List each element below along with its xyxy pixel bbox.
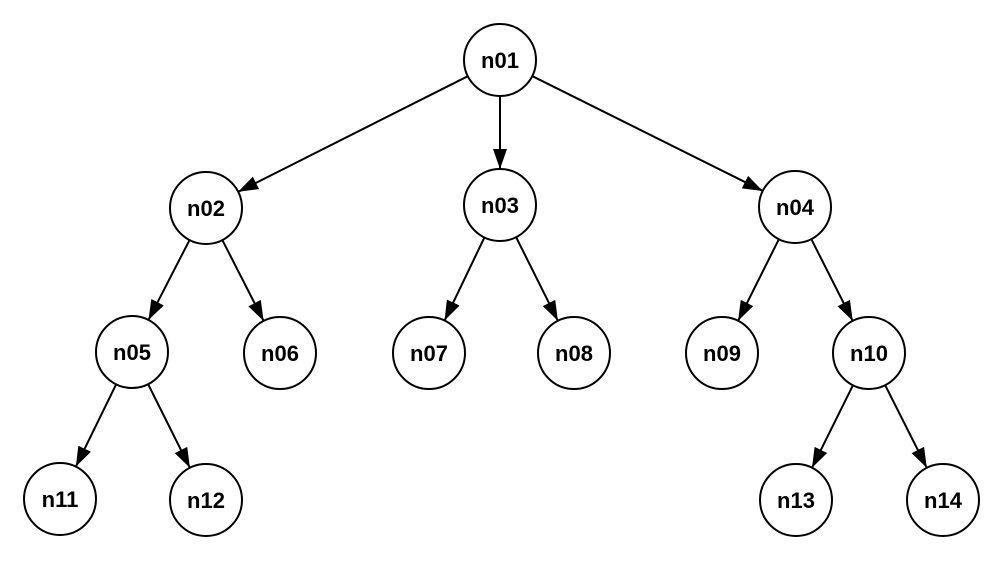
tree-node-label-n05: n05 xyxy=(113,340,151,365)
tree-edge-n03-n08 xyxy=(515,236,559,322)
tree-edge-n05-n12 xyxy=(147,383,191,469)
tree-node-circle-n06 xyxy=(243,316,317,390)
tree-node-circle-n11 xyxy=(23,462,97,536)
tree-node-circle-n14 xyxy=(906,463,980,537)
tree-node-n09: n09 xyxy=(685,316,759,390)
tree-node-n14: n14 xyxy=(906,463,980,537)
tree-edge-n02-n05 xyxy=(147,239,191,321)
tree-node-circle-n02 xyxy=(169,171,243,245)
tree-node-circle-n10 xyxy=(832,316,906,390)
tree-node-n07: n07 xyxy=(392,316,466,390)
tree-node-n13: n13 xyxy=(759,463,833,537)
tree-node-label-n01: n01 xyxy=(481,48,519,73)
tree-node-circle-n07 xyxy=(392,316,466,390)
tree-node-circle-n04 xyxy=(758,170,832,244)
tree-node-label-n14: n14 xyxy=(924,488,963,513)
tree-node-circle-n08 xyxy=(537,316,611,390)
tree-node-n02: n02 xyxy=(169,171,243,245)
tree-node-label-n08: n08 xyxy=(555,341,593,366)
tree-node-label-n04: n04 xyxy=(776,195,815,220)
tree-node-label-n06: n06 xyxy=(261,341,299,366)
tree-node-n06: n06 xyxy=(243,316,317,390)
tree-edge-n01-n02 xyxy=(237,75,469,193)
tree-node-n10: n10 xyxy=(832,316,906,390)
tree-node-circle-n12 xyxy=(169,463,243,537)
tree-node-circle-n05 xyxy=(95,315,169,389)
tree-edge-n05-n11 xyxy=(74,383,118,468)
tree-node-circle-n01 xyxy=(463,23,537,97)
tree-edges-layer xyxy=(74,75,928,469)
tree-node-circle-n03 xyxy=(463,168,537,242)
tree-node-label-n09: n09 xyxy=(703,341,741,366)
tree-node-label-n11: n11 xyxy=(42,487,79,512)
tree-node-n12: n12 xyxy=(169,463,243,537)
tree-node-n05: n05 xyxy=(95,315,169,389)
tree-node-n08: n08 xyxy=(537,316,611,390)
tree-edge-n04-n10 xyxy=(810,238,854,322)
tree-node-label-n10: n10 xyxy=(850,341,888,366)
tree-edge-n03-n07 xyxy=(443,237,486,321)
tree-edge-n01-n04 xyxy=(531,75,764,192)
tree-node-n04: n04 xyxy=(758,170,832,244)
tree-node-label-n13: n13 xyxy=(777,488,815,513)
tree-node-label-n02: n02 xyxy=(187,196,225,221)
tree-edge-n04-n09 xyxy=(737,238,780,322)
tree-edge-n10-n14 xyxy=(884,384,928,469)
tree-node-label-n07: n07 xyxy=(410,341,448,366)
tree-node-circle-n09 xyxy=(685,316,759,390)
tree-node-label-n03: n03 xyxy=(481,193,519,218)
tree-node-n03: n03 xyxy=(463,168,537,242)
tree-nodes-layer: n01 n02 n03 n04 n05 n06 n07 n08 n09 n10 n11 n12 n13 n… xyxy=(23,23,980,537)
tree-edge-n02-n06 xyxy=(221,239,265,322)
tree-edge-n10-n13 xyxy=(811,384,854,469)
tree-node-n01: n01 xyxy=(463,23,537,97)
tree-node-n11: n11 xyxy=(23,462,97,536)
tree-node-circle-n13 xyxy=(759,463,833,537)
tree-node-label-n12: n12 xyxy=(187,488,225,513)
